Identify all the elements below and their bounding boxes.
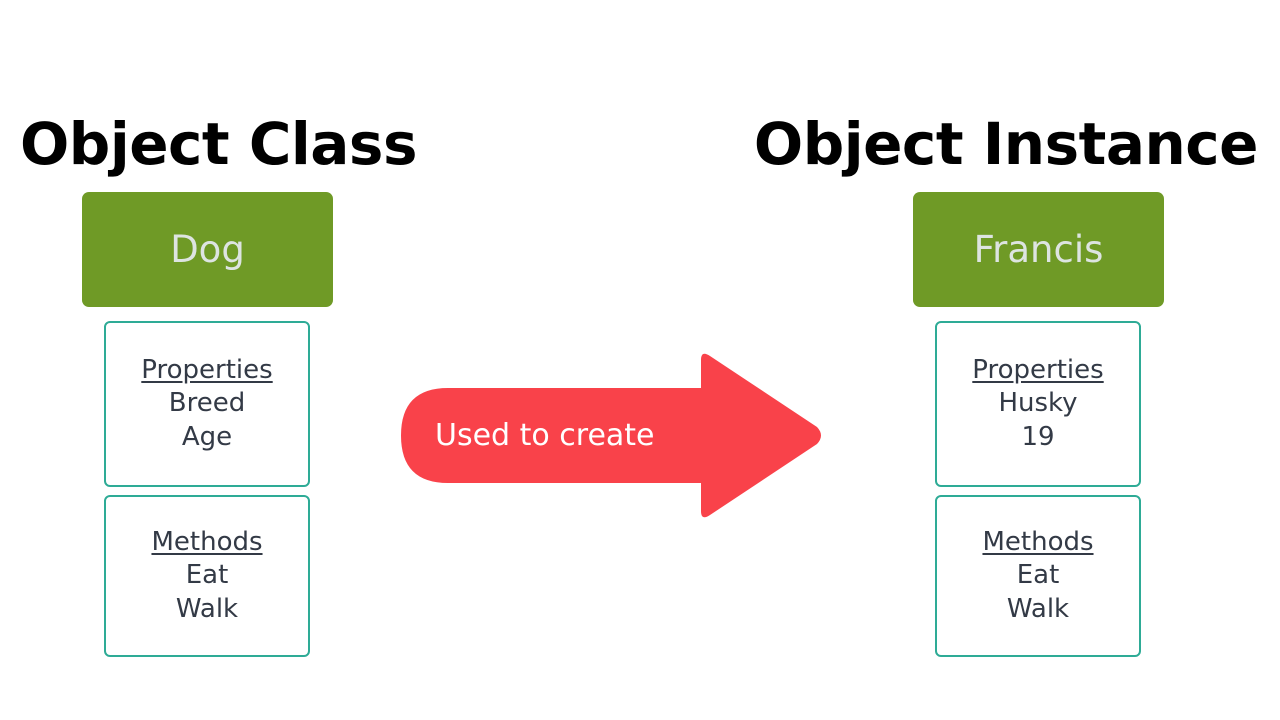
page-title-object-class: Object Class (20, 110, 417, 178)
entity-header-label: Dog (170, 228, 245, 271)
entity-header-label: Francis (973, 228, 1104, 271)
page-title-object-instance: Object Instance (753, 110, 1259, 178)
methods-box-class: Methods Eat Walk (104, 495, 310, 657)
entity-header-francis: Francis (913, 192, 1164, 307)
properties-heading: Properties (141, 355, 273, 386)
methods-heading: Methods (151, 527, 263, 558)
properties-box-instance: Properties Husky 19 (935, 321, 1141, 487)
properties-item: Husky (998, 388, 1078, 419)
methods-heading: Methods (982, 527, 1094, 558)
used-to-create-arrow: Used to create (383, 352, 823, 519)
properties-item: 19 (1021, 421, 1055, 452)
methods-item: Walk (1006, 593, 1070, 624)
entity-header-dog: Dog (82, 192, 333, 307)
properties-heading: Properties (972, 355, 1104, 386)
methods-item: Eat (185, 560, 229, 591)
methods-item: Walk (175, 593, 239, 624)
properties-box-class: Properties Breed Age (104, 321, 310, 487)
properties-item: Age (181, 421, 233, 452)
arrow-right-icon (401, 353, 821, 518)
methods-item: Eat (1016, 560, 1060, 591)
properties-item: Breed (168, 388, 246, 419)
methods-box-instance: Methods Eat Walk (935, 495, 1141, 657)
